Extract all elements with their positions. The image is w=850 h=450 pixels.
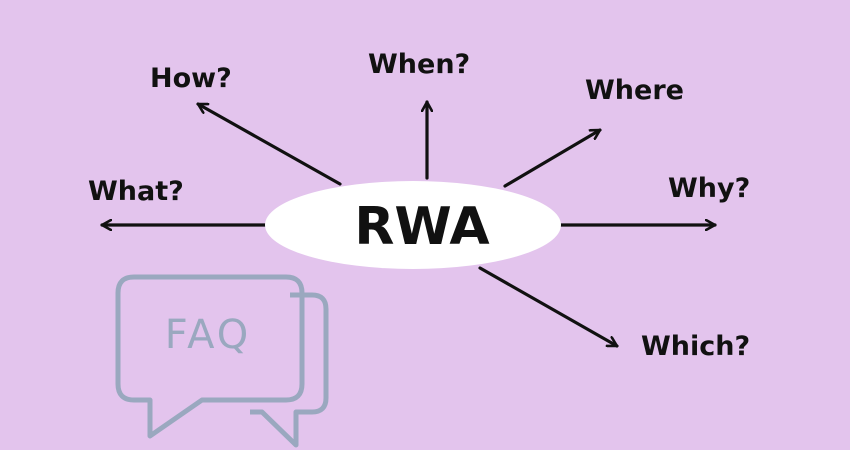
chat-bubbles-icon: FAQ — [115, 274, 329, 448]
question-where: Where — [585, 75, 684, 106]
back-bubble-shape — [250, 292, 329, 448]
question-why: Why? — [668, 173, 750, 204]
arrow-how — [196, 102, 342, 186]
front-bubble-shape — [115, 274, 305, 439]
question-how: How? — [150, 63, 232, 94]
question-which: Which? — [641, 331, 750, 362]
arrow-where — [503, 128, 602, 188]
question-when: When? — [368, 49, 470, 80]
arrow-which — [478, 266, 619, 348]
faq-text: FAQ — [165, 312, 251, 358]
center-ellipse — [265, 181, 561, 269]
center-label: RWA — [354, 197, 489, 257]
question-what: What? — [88, 176, 184, 207]
arrows — [100, 100, 717, 348]
